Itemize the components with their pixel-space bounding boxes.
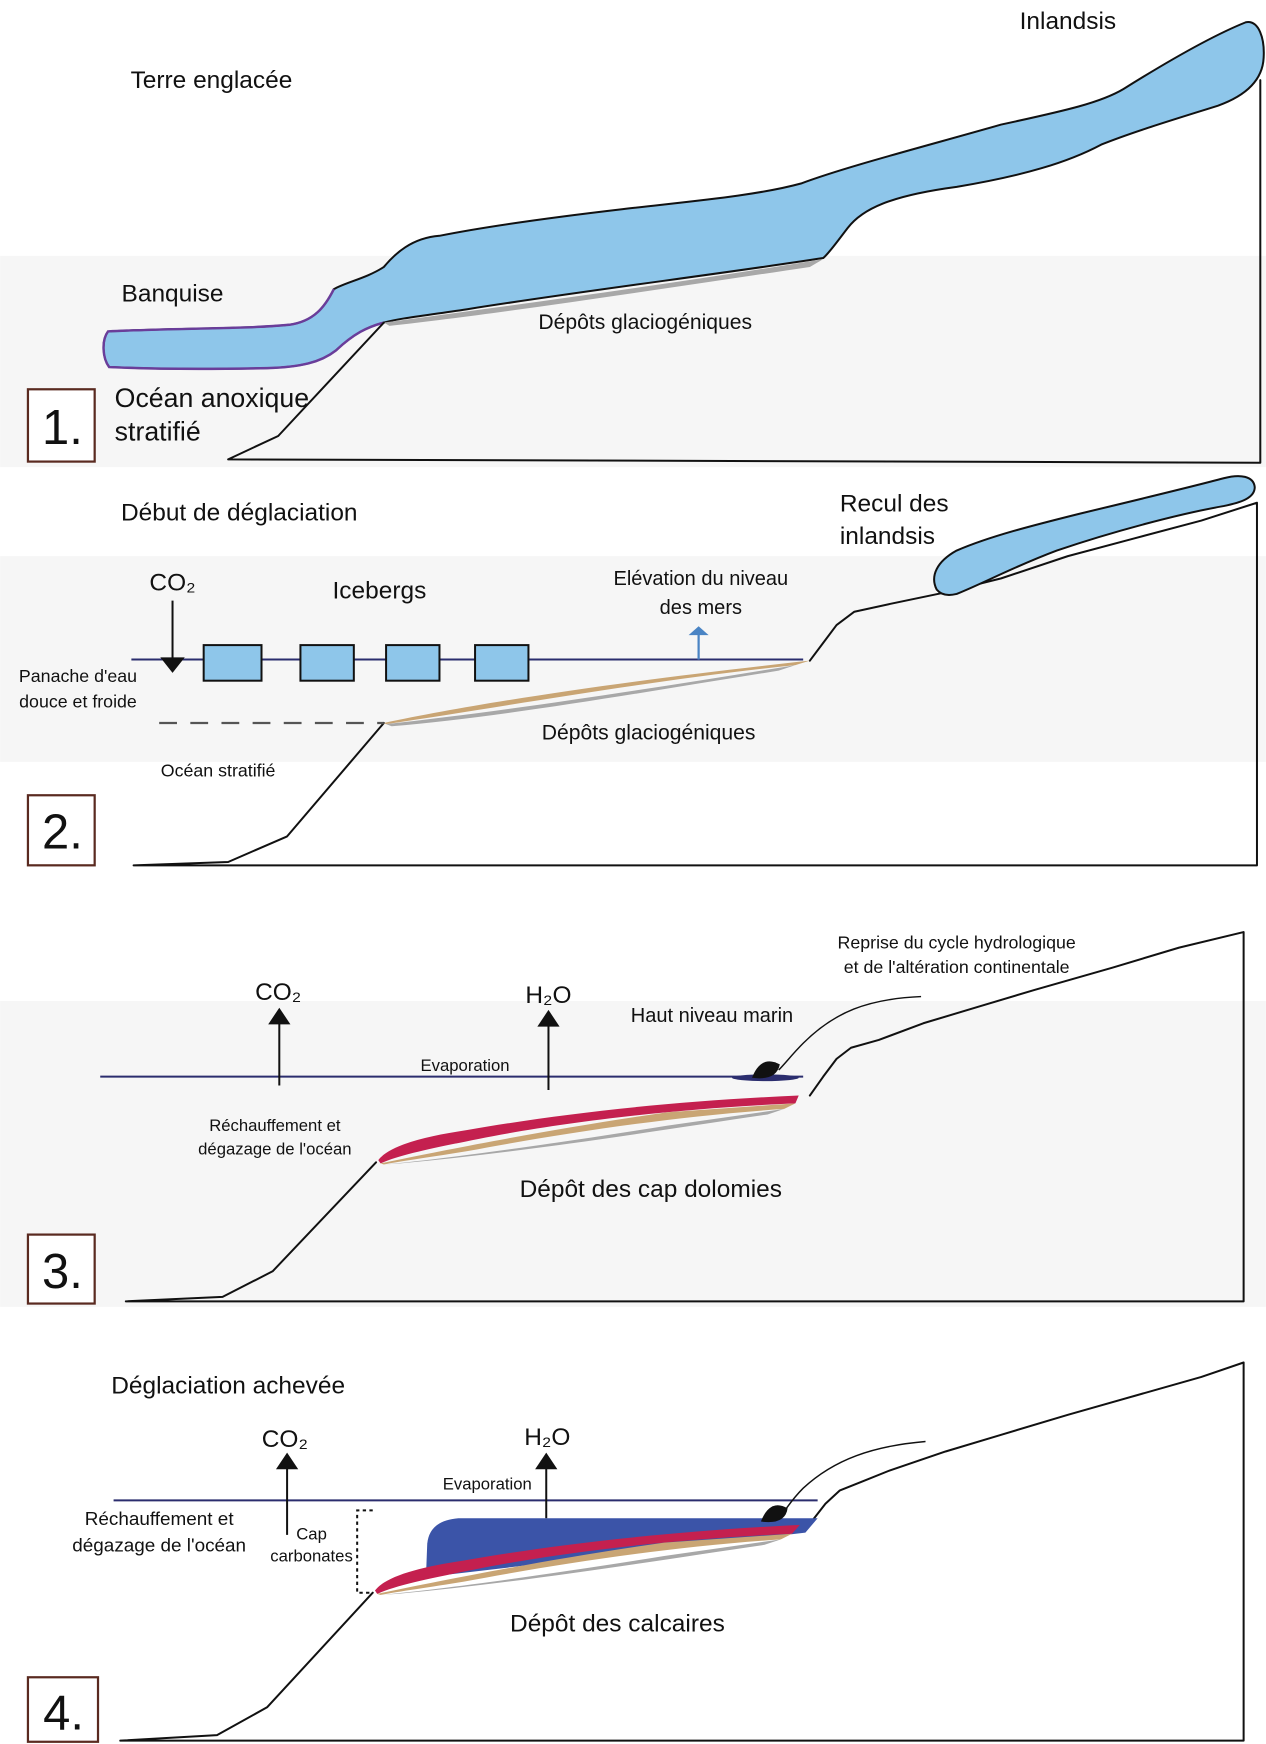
panel-number: 3. <box>42 1245 83 1299</box>
panel-number-box <box>26 794 96 867</box>
glaciogenic-deposit <box>383 259 824 326</box>
h2o-up-arrow-head <box>535 1452 558 1470</box>
panel-title: Début de déglaciation <box>121 500 358 527</box>
co2-label: CO₂ <box>262 1426 308 1453</box>
background-band <box>0 1001 1266 1307</box>
hydro-label-line-2: et de l'altération continentale <box>844 957 1070 977</box>
deposit-tan-layer <box>383 660 810 725</box>
plume-label-line-2: douce et froide <box>19 691 137 711</box>
evaporation-label: Evaporation <box>443 1474 532 1493</box>
h2o-label: H₂O <box>525 982 571 1009</box>
h2o-up-arrow-head <box>537 1009 560 1027</box>
panel-number: 1. <box>42 401 83 455</box>
hydro-label-line-1: Reprise du cycle hydrologique <box>838 933 1076 953</box>
evaporation-label: Evaporation <box>421 1056 510 1075</box>
deposits-label: Dépôt des cap dolomies <box>520 1176 782 1203</box>
panel-number-box <box>26 1676 100 1743</box>
deposit-red-layer <box>374 1524 800 1594</box>
droplet-icon <box>752 1061 780 1079</box>
high-sea-label: Haut niveau marin <box>631 1005 793 1027</box>
warming-label-line-2: dégazage de l'océan <box>72 1536 246 1557</box>
cap-label-line-1: Cap <box>296 1524 327 1543</box>
panel-1: Inlandsis Terre englacée Banquise Dépôts… <box>26 8 1265 464</box>
terrain-line <box>124 931 1245 1303</box>
iceberg-3 <box>385 644 441 682</box>
panel-title: Terre englacée <box>131 67 293 94</box>
deposit-red-layer <box>378 1095 799 1164</box>
co2-down-arrow-head <box>160 657 185 673</box>
hydrological-cycle-curve <box>782 1440 926 1514</box>
co2-label: CO₂ <box>255 979 301 1006</box>
inlandsis-label: Inlandsis <box>1020 8 1117 35</box>
sea-rise-label-line-2: des mers <box>660 597 742 619</box>
co2-label: CO₂ <box>149 570 195 597</box>
sea-rise-arrow-head <box>688 626 709 636</box>
iceberg-4 <box>474 644 530 682</box>
panel-number-box <box>26 1233 96 1305</box>
co2-up-arrow-head <box>275 1452 299 1470</box>
panel-4: Déglaciation achevée CO₂ H₂O Evaporation… <box>26 1361 1245 1743</box>
sea-rise-label-line-1: Elévation du niveau <box>613 568 788 590</box>
terrain-line <box>132 501 1258 867</box>
panel-2: Début de déglaciation Recul des inlandsi… <box>19 475 1258 867</box>
panel-number: 4. <box>43 1687 84 1741</box>
deposit-gray-layer <box>386 665 796 727</box>
panel-number: 2. <box>42 806 83 860</box>
carbonate-water-body <box>426 1518 818 1578</box>
droplet-icon <box>760 1505 788 1523</box>
deposits-label: Dépôt des calcaires <box>510 1611 725 1638</box>
panel-3: Reprise du cycle hydrologique et de l'al… <box>26 931 1245 1305</box>
cap-carbonates-bracket <box>356 1509 373 1594</box>
ocean-label-line-2: stratifié <box>115 416 201 446</box>
retreating-ice-sheet <box>933 475 1256 596</box>
deposits-label: Dépôts glaciogéniques <box>538 311 752 334</box>
iceberg-1 <box>202 644 263 682</box>
deposit-tan-layer <box>377 1533 793 1595</box>
icebergs-label: Icebergs <box>333 577 427 604</box>
terrain-line <box>227 79 1262 464</box>
banquise-outline <box>102 288 385 371</box>
deposit-tan-layer <box>380 1103 796 1165</box>
terrain-line <box>119 1361 1245 1742</box>
warming-label-line-1: Réchauffement et <box>209 1116 341 1135</box>
panel-number-box <box>26 388 96 463</box>
co2-up-arrow-head <box>268 1007 291 1025</box>
iceberg-2 <box>299 644 355 682</box>
plume-label-line-1: Panache d'eau <box>19 666 137 686</box>
h2o-label: H₂O <box>524 1424 570 1451</box>
deposits-label: Dépôts glaciogéniques <box>542 722 756 745</box>
hydrological-cycle-curve <box>778 995 922 1071</box>
banquise-label: Banquise <box>122 280 224 307</box>
panel-title: Déglaciation achevée <box>111 1373 345 1400</box>
cap-label-line-2: carbonates <box>270 1547 353 1566</box>
warming-label-line-1: Réchauffement et <box>85 1509 235 1530</box>
ocean-label-line-1: Océan anoxique <box>115 383 309 413</box>
warming-label-line-2: dégazage de l'océan <box>198 1140 351 1159</box>
retreat-label-line-2: inlandsis <box>840 523 935 550</box>
ocean-label: Océan stratifié <box>161 760 276 780</box>
retreat-label-line-1: Recul des <box>840 491 949 518</box>
